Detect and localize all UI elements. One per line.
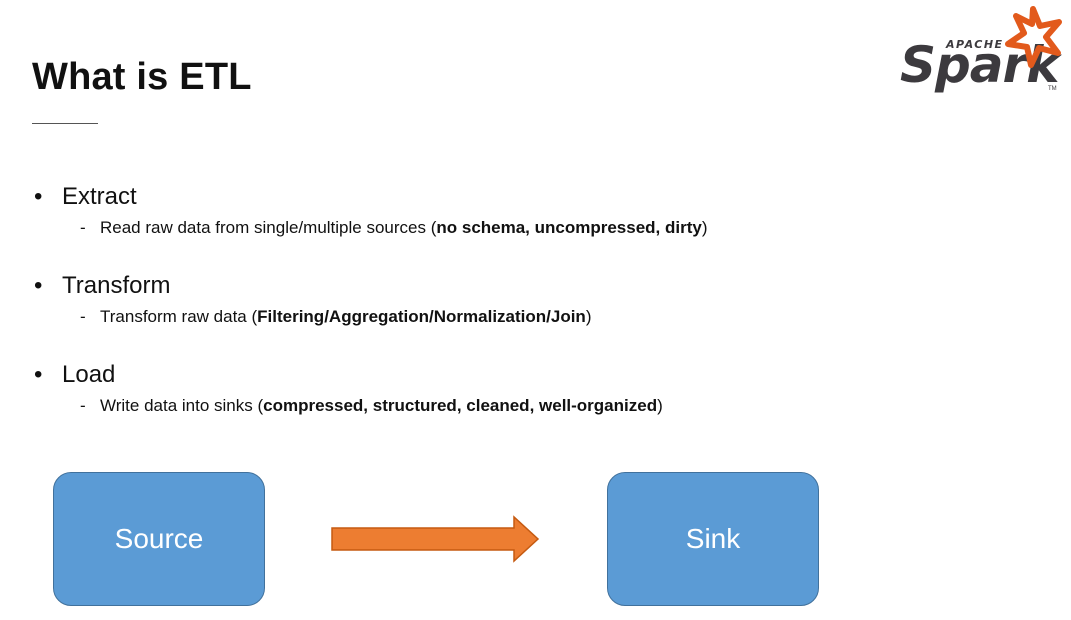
desc-text: Read raw data from single/multiple sourc… [100,218,437,237]
desc-suffix: ) [657,396,663,415]
desc-bold: no schema, uncompressed, dirty [436,218,702,237]
desc-text: Transform raw data ( [100,307,258,326]
source-box: Source [53,472,265,606]
bullet-description: -Transform raw data (Filtering/Aggregati… [80,307,592,326]
desc-suffix: ) [701,218,708,237]
logo-apache-text: APACHE [946,38,1004,51]
bullet-dot: • [34,361,43,388]
title-underline [32,123,98,124]
bullet-label: Extract [62,183,137,210]
apache-spark-logo: APACHE Spark TM [890,6,1065,101]
bullet-dot: • [34,272,43,299]
bullet-dot: • [34,183,43,210]
desc-bold: compressed, structured, cleaned, well-or… [263,396,658,415]
desc-bold: Filtering/Aggregation/Normalization/Join [257,307,586,326]
bullet-label: Transform [62,272,171,299]
flow-arrow [331,515,540,563]
bullet-description: -Write data into sinks (compressed, stru… [80,396,663,415]
slide-title: What is ETL [32,56,252,98]
bullet-label: Load [62,361,116,388]
logo-trademark: TM [1048,86,1057,92]
sink-box: Sink [607,472,819,606]
spark-star-icon [1005,6,1062,68]
source-label: Source [114,523,204,554]
desc-text: Write data into sinks ( [100,396,264,415]
desc-suffix: ) [585,307,592,326]
bullet-description: -Read raw data from single/multiple sour… [80,218,708,237]
sink-label: Sink [685,523,741,554]
